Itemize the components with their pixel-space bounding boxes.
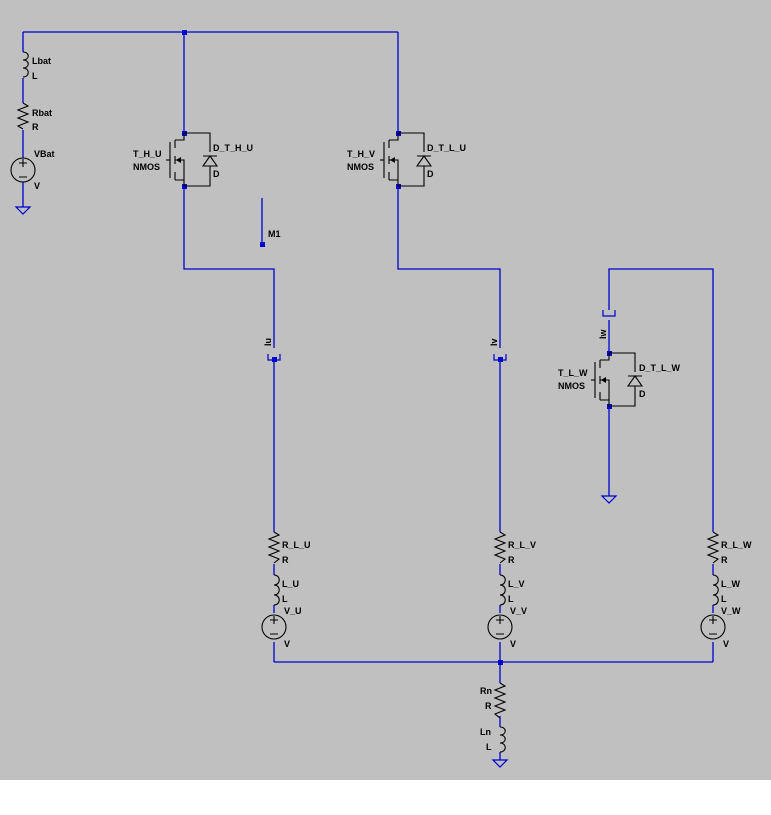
t-h-u-value: NMOS bbox=[133, 162, 160, 172]
ground-t-l-w bbox=[600, 495, 618, 504]
marker-m1[interactable]: M1 bbox=[268, 229, 281, 239]
l-w-value: L bbox=[721, 594, 727, 604]
inductor-l-u[interactable]: L_U L bbox=[273, 574, 299, 606]
rbat-value: R bbox=[32, 122, 39, 132]
probe-iw-label: Iw bbox=[598, 328, 608, 339]
rbat-name: Rbat bbox=[32, 108, 52, 118]
junctions bbox=[182, 30, 612, 665]
diode-d-t-l-u[interactable]: D_T_L_U D bbox=[415, 143, 466, 179]
inductor-l-w[interactable]: L_W L bbox=[712, 574, 741, 606]
l-v-value: L bbox=[508, 594, 514, 604]
ln-name: Ln bbox=[480, 727, 491, 737]
lbat-name: Lbat bbox=[32, 56, 51, 66]
v-v-name: V_V bbox=[510, 606, 527, 616]
rn-value: R bbox=[485, 701, 492, 711]
l-u-value: L bbox=[282, 594, 288, 604]
l-w-name: L_W bbox=[721, 579, 741, 589]
probe-iu[interactable]: Iu bbox=[263, 338, 281, 361]
nmos-t-l-w[interactable]: T_L_W NMOS bbox=[558, 352, 636, 407]
resistor-r-l-w[interactable]: R_L_W R bbox=[706, 531, 752, 565]
m1-label: M1 bbox=[268, 229, 281, 239]
r-l-w-value: R bbox=[721, 555, 728, 565]
l-u-name: L_U bbox=[282, 579, 299, 589]
vbat-name: VBat bbox=[34, 149, 55, 159]
t-h-u-name: T_H_U bbox=[133, 149, 162, 159]
r-l-w-name: R_L_W bbox=[721, 540, 752, 550]
schematic-canvas[interactable]: Lbat L Rbat R VBat V T_H_U NMOS D_T_H_U … bbox=[0, 0, 771, 780]
voltage-source-v-v[interactable]: V_V V bbox=[487, 606, 527, 649]
inductor-lbat[interactable]: Lbat L bbox=[22, 51, 51, 81]
resistor-rbat[interactable]: Rbat R bbox=[16, 102, 52, 132]
lbat-value: L bbox=[32, 71, 38, 81]
voltage-source-v-u[interactable]: V_U V bbox=[261, 606, 302, 649]
t-h-v-value: NMOS bbox=[347, 162, 374, 172]
diode-d-t-h-u[interactable]: D_T_H_U D bbox=[201, 143, 253, 179]
vbat-value: V bbox=[34, 181, 40, 191]
t-l-w-value: NMOS bbox=[558, 381, 585, 391]
v-w-name: V_W bbox=[721, 606, 741, 616]
probe-iu-label: Iu bbox=[263, 338, 273, 346]
d-t-l-w-value: D bbox=[639, 389, 646, 399]
resistor-rn[interactable]: Rn R bbox=[480, 682, 507, 719]
wires bbox=[22, 31, 714, 760]
v-w-value: V bbox=[723, 639, 729, 649]
rn-name: Rn bbox=[480, 686, 492, 696]
probe-iv[interactable]: Iv bbox=[489, 338, 507, 361]
inductor-l-v[interactable]: L_V L bbox=[499, 574, 525, 606]
nmos-t-h-v[interactable]: T_H_V NMOS bbox=[347, 132, 425, 187]
probe-iw[interactable]: Iw bbox=[598, 310, 616, 339]
ln-value: L bbox=[486, 742, 492, 752]
r-l-v-value: R bbox=[508, 555, 515, 565]
l-v-name: L_V bbox=[508, 579, 525, 589]
inductor-ln[interactable]: Ln L bbox=[480, 726, 506, 753]
probe-iv-label: Iv bbox=[489, 338, 499, 346]
d-t-l-u-name: D_T_L_U bbox=[427, 143, 466, 153]
r-l-v-name: R_L_V bbox=[508, 540, 536, 550]
ground-vbat bbox=[14, 206, 32, 215]
resistor-r-l-v[interactable]: R_L_V R bbox=[493, 531, 536, 565]
r-l-u-value: R bbox=[282, 555, 289, 565]
t-h-v-name: T_H_V bbox=[347, 149, 375, 159]
diode-d-t-l-w[interactable]: D_T_L_W D bbox=[626, 363, 681, 399]
d-t-l-w-name: D_T_L_W bbox=[639, 363, 681, 373]
r-l-u-name: R_L_U bbox=[282, 540, 311, 550]
voltage-source-v-w[interactable]: V_W V bbox=[700, 606, 741, 649]
d-t-h-u-value: D bbox=[213, 169, 220, 179]
v-u-value: V bbox=[284, 639, 290, 649]
voltage-source-vbat[interactable]: VBat V bbox=[10, 149, 55, 191]
nmos-t-h-u[interactable]: T_H_U NMOS bbox=[133, 132, 211, 187]
d-t-h-u-name: D_T_H_U bbox=[213, 143, 253, 153]
t-l-w-name: T_L_W bbox=[558, 368, 588, 378]
v-u-name: V_U bbox=[284, 606, 302, 616]
resistor-r-l-u[interactable]: R_L_U R bbox=[267, 531, 311, 565]
ground-neutral bbox=[491, 759, 509, 768]
d-t-l-u-value: D bbox=[427, 169, 434, 179]
v-v-value: V bbox=[510, 639, 516, 649]
